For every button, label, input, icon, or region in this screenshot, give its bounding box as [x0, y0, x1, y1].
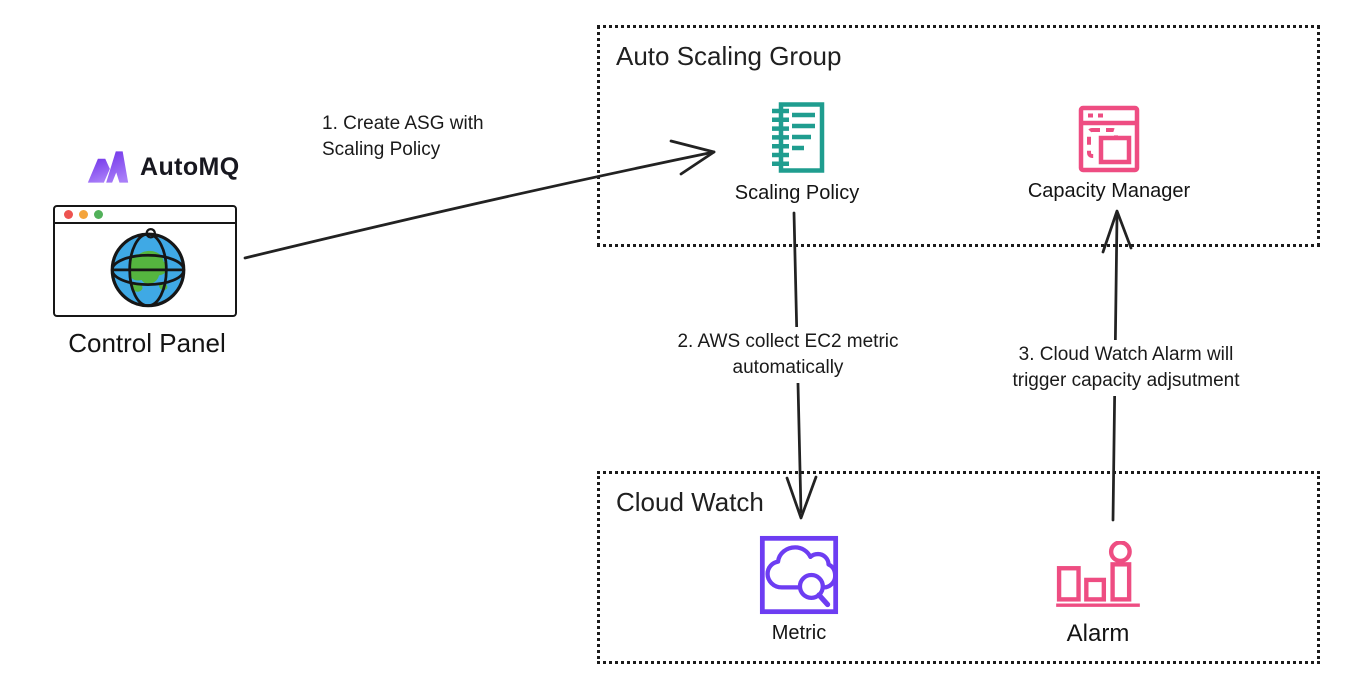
cloud-watch-box: Cloud Watch [597, 471, 1320, 664]
automq-wordmark: AutoMQ [140, 152, 240, 181]
metric-label: Metric [771, 622, 827, 644]
metric-cloud-search-icon [759, 535, 839, 615]
window-dot-orange [79, 210, 88, 219]
window-dot-green [94, 210, 103, 219]
alarm-bar-chart-icon [1056, 541, 1140, 607]
capacity-manager-label: Capacity Manager [1027, 180, 1191, 202]
globe-icon [104, 224, 192, 314]
arrow-label-2: 2. AWS collect EC2 metric automatically [628, 327, 948, 384]
alarm-node: Alarm [1013, 541, 1183, 648]
auto-scaling-group-box: Auto Scaling Group [597, 25, 1320, 247]
metric-node: Metric [719, 535, 879, 645]
arrow-label-1: 1. Create ASG with Scaling Policy [322, 113, 484, 161]
window-dot-red [64, 210, 73, 219]
scaling-policy-node: Scaling Policy [722, 101, 872, 205]
scaling-policy-label: Scaling Policy [734, 182, 860, 204]
alarm-label: Alarm [1066, 620, 1130, 647]
auto-scaling-group-title: Auto Scaling Group [616, 41, 842, 71]
automq-m-icon [87, 151, 129, 183]
arrow-label-3: 3. Cloud Watch Alarm will trigger capaci… [965, 340, 1287, 397]
scaling-policy-notebook-icon [772, 102, 825, 173]
cloud-watch-title: Cloud Watch [616, 487, 764, 517]
capacity-manager-node: Capacity Manager [1019, 105, 1199, 203]
automq-logo: AutoMQ [86, 150, 240, 184]
control-panel-label: Control Panel [68, 328, 226, 358]
capacity-manager-window-icon [1078, 105, 1140, 173]
control-panel-window [53, 205, 237, 317]
window-titlebar [55, 207, 235, 224]
